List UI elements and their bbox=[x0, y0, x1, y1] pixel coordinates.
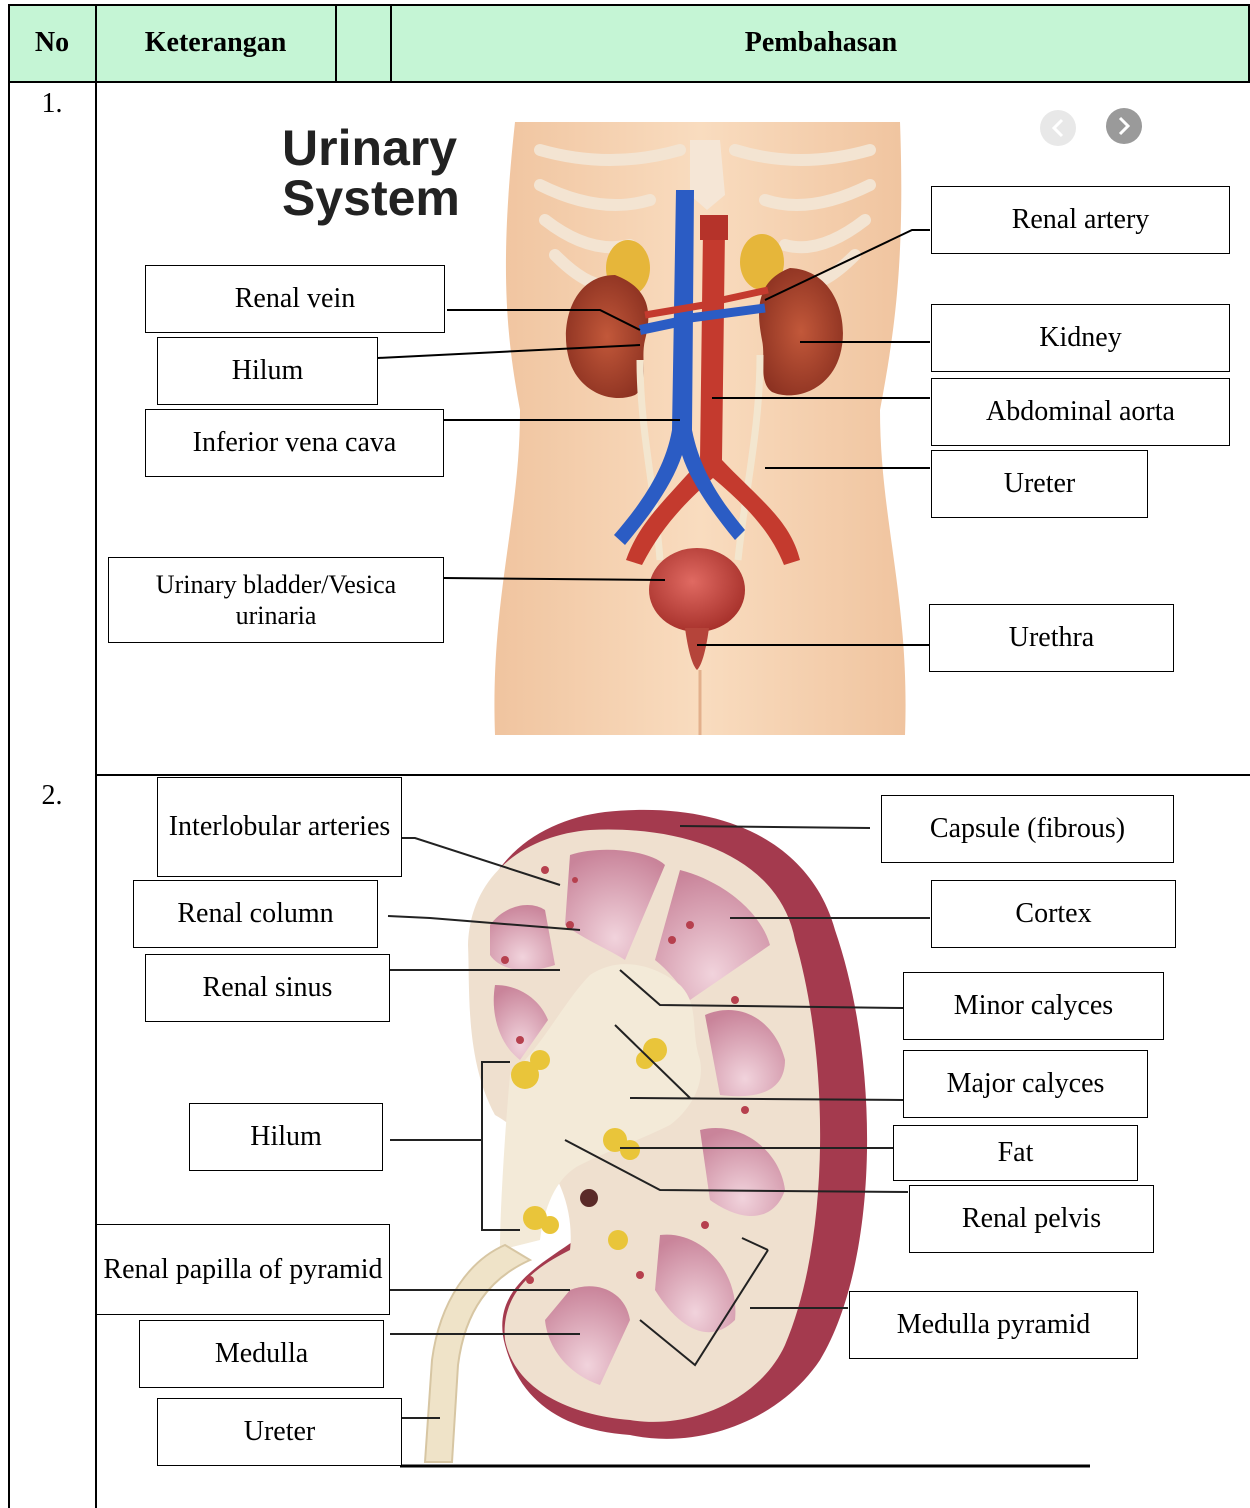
label-hilum-2: Hilum bbox=[189, 1103, 383, 1171]
header-no: No bbox=[8, 5, 96, 81]
label-kidney: Kidney bbox=[931, 304, 1230, 372]
label-interlobular-arteries: Interlobular arteries bbox=[157, 777, 402, 877]
label-medulla-pyramid: Medulla pyramid bbox=[849, 1291, 1138, 1359]
next-arrow-icon bbox=[1106, 108, 1142, 144]
label-renal-sinus: Renal sinus bbox=[145, 954, 390, 1022]
label-hilum-1: Hilum bbox=[157, 337, 378, 405]
label-renal-papilla: Renal papilla of pyramid bbox=[96, 1224, 390, 1315]
header-keterangan: Keterangan bbox=[96, 5, 335, 81]
label-major-calyces: Major calyces bbox=[903, 1050, 1148, 1118]
row-number-1: 1. bbox=[8, 88, 96, 120]
row-number-2: 2. bbox=[8, 780, 96, 812]
label-urinary-bladder: Urinary bladder/Vesica urinaria bbox=[108, 557, 444, 643]
label-medulla: Medulla bbox=[139, 1320, 384, 1388]
label-renal-pelvis: Renal pelvis bbox=[909, 1185, 1154, 1253]
label-minor-calyces: Minor calyces bbox=[903, 972, 1164, 1040]
label-ureter-2: Ureter bbox=[157, 1398, 402, 1466]
label-urethra: Urethra bbox=[929, 604, 1174, 672]
label-renal-column: Renal column bbox=[133, 880, 378, 948]
label-capsule: Capsule (fibrous) bbox=[881, 795, 1174, 863]
label-cortex: Cortex bbox=[931, 880, 1176, 948]
renal-vessel-opening bbox=[580, 1189, 598, 1207]
label-inferior-vena-cava: Inferior vena cava bbox=[145, 409, 444, 477]
label-renal-artery: Renal artery bbox=[931, 186, 1230, 254]
label-fat: Fat bbox=[893, 1125, 1138, 1181]
label-abdominal-aorta: Abdominal aorta bbox=[931, 378, 1230, 446]
header-pembahasan: Pembahasan bbox=[392, 5, 1250, 81]
label-renal-vein: Renal vein bbox=[145, 265, 445, 333]
urinary-title-line2: System bbox=[282, 170, 460, 226]
label-ureter-1: Ureter bbox=[931, 450, 1148, 518]
urinary-title-line1: Urinary bbox=[282, 120, 457, 176]
urinary-bladder bbox=[649, 548, 745, 632]
prev-arrow-icon bbox=[1040, 110, 1076, 146]
